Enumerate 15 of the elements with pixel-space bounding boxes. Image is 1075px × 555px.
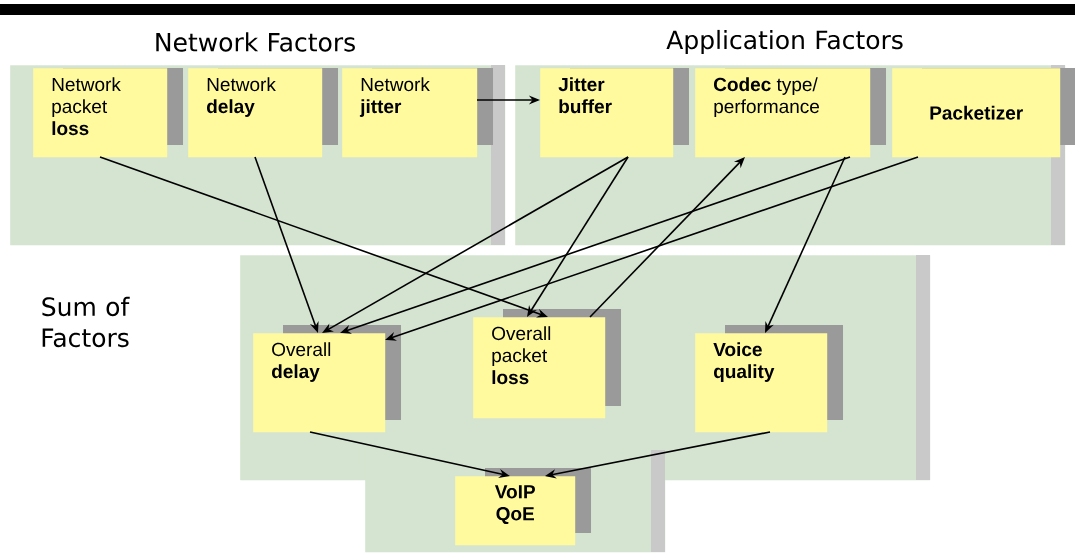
factor-box: Overall packet loss [473,309,621,419]
factor-box: VoIP QoE [455,468,591,546]
arrow [527,156,629,317]
panel-heading: Application Factors [666,29,903,55]
factor-box: Overall delay [253,325,401,433]
factor-box: Codec type/ performance [695,68,886,158]
factor-box: Network jitter [342,68,493,158]
factor-box: Jitter buffer [540,68,689,158]
factor-box: Packetizer [892,68,1075,158]
factor-box: Network delay [188,68,338,158]
panel-heading: Sum of Factors [42,296,130,348]
arrow [589,157,745,318]
panel-heading: Network Factors [156,32,355,52]
factor-box: Network packet loss [33,68,183,158]
factor-box: Voice quality [695,325,843,433]
